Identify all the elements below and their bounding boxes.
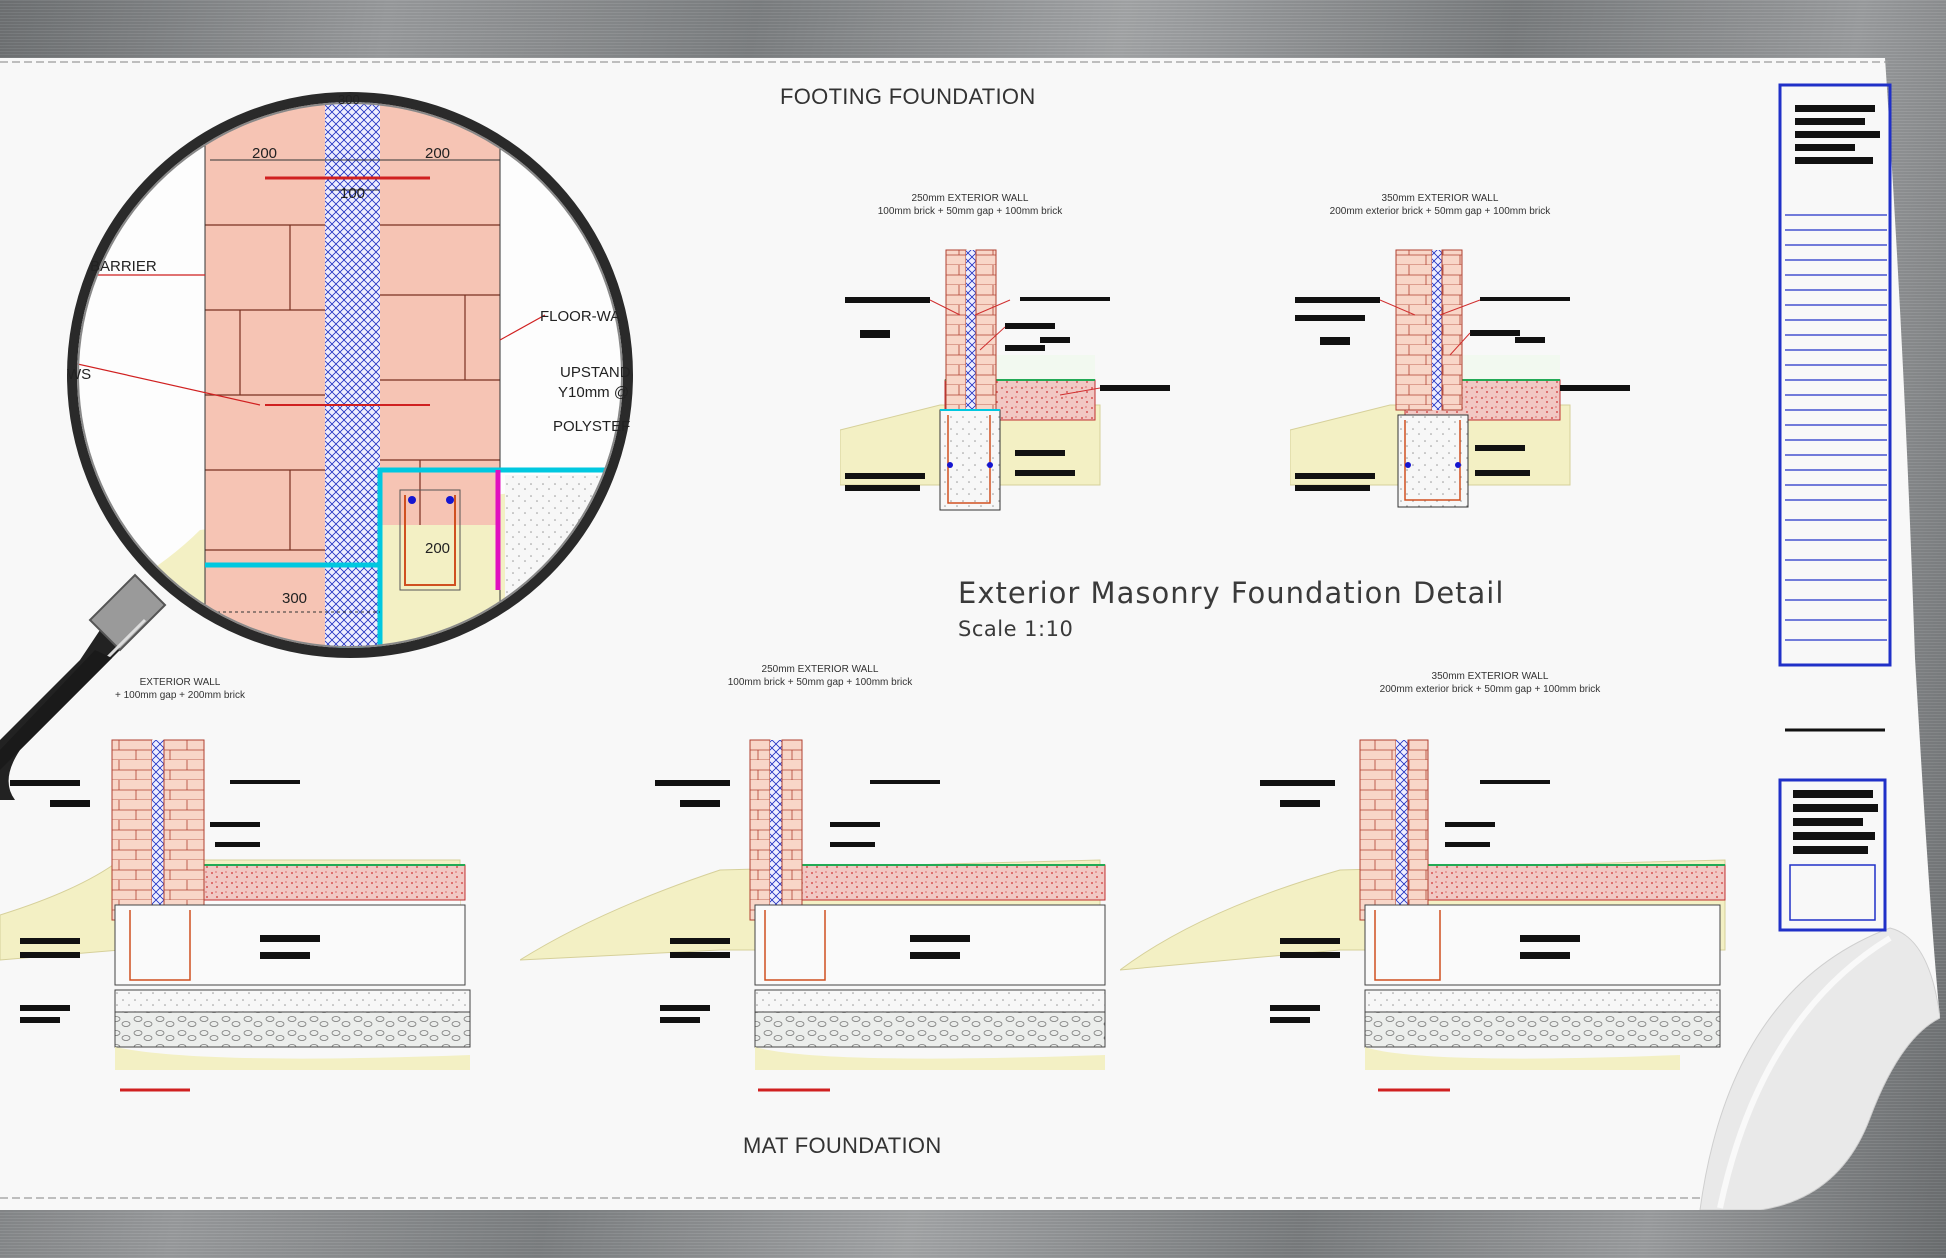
drawing-scale: Scale 1:10 bbox=[958, 617, 1074, 641]
mag-dim-right: 200 bbox=[425, 145, 451, 162]
detail-caption-line: 100mm brick + 50mm gap + 100mm brick bbox=[727, 677, 913, 688]
mag-label-ws: WS bbox=[67, 366, 92, 383]
mat-detail-2 bbox=[520, 739, 1106, 1092]
detail-caption-line: 100mm brick + 50mm gap + 100mm brick bbox=[877, 206, 1063, 217]
footing-detail-250 bbox=[840, 249, 1170, 511]
mag-label-y10: Y10mm @ bbox=[558, 384, 630, 401]
detail-caption-line: 350mm EXTERIOR WALL bbox=[1381, 193, 1499, 204]
detail-caption-line: + 100mm gap + 200mm brick bbox=[114, 690, 246, 701]
mag-label-barrier: BARRIER bbox=[90, 258, 157, 275]
mag-dim-left: 200 bbox=[252, 145, 278, 162]
mag-dim-center: 100 bbox=[340, 185, 366, 202]
footing-detail-350 bbox=[1290, 249, 1630, 508]
mag-dim-bottom: 300 bbox=[282, 590, 308, 607]
mag-label-polyster: POLYSTEF bbox=[553, 418, 631, 435]
drawing-title: Exterior Masonry Foundation Detail bbox=[958, 576, 1505, 610]
detail-caption-bottom-2: 250mm EXTERIOR WALL 100mm brick + 50mm g… bbox=[690, 663, 950, 689]
detail-caption-bottom-3: 350mm EXTERIOR WALL 200mm exterior brick… bbox=[1350, 670, 1630, 696]
mat-foundation-heading: MAT FOUNDATION bbox=[743, 1133, 942, 1158]
detail-caption-line: EXTERIOR WALL bbox=[139, 677, 221, 688]
title-block bbox=[1778, 83, 1892, 932]
detail-caption-bottom-1: EXTERIOR WALL + 100mm gap + 200mm brick bbox=[80, 676, 280, 702]
mag-label-upstand: UPSTAND bbox=[560, 364, 631, 381]
detail-caption-top-1: 250mm EXTERIOR WALL 100mm brick + 50mm g… bbox=[840, 192, 1100, 218]
magnifying-glass-icon bbox=[0, 92, 633, 800]
detail-caption-line: 350mm EXTERIOR WALL bbox=[1431, 671, 1549, 682]
detail-caption-line: 250mm EXTERIOR WALL bbox=[911, 193, 1029, 204]
detail-caption-line: 200mm exterior brick + 50mm gap + 100mm … bbox=[1379, 684, 1601, 695]
mag-dim-top: 300 bbox=[338, 92, 360, 107]
detail-caption-line: 200mm exterior brick + 50mm gap + 100mm … bbox=[1329, 206, 1551, 217]
mag-label-floor: FLOOR-WA bbox=[540, 308, 621, 325]
detail-caption-top-2: 350mm EXTERIOR WALL 200mm exterior brick… bbox=[1300, 192, 1580, 218]
mat-detail-3 bbox=[1120, 739, 1726, 1092]
footing-foundation-heading: FOOTING FOUNDATION bbox=[780, 84, 1036, 109]
mag-dim-beam: 200 bbox=[425, 540, 451, 557]
mat-detail-1 bbox=[0, 739, 471, 1092]
detail-caption-line: 250mm EXTERIOR WALL bbox=[761, 664, 879, 675]
